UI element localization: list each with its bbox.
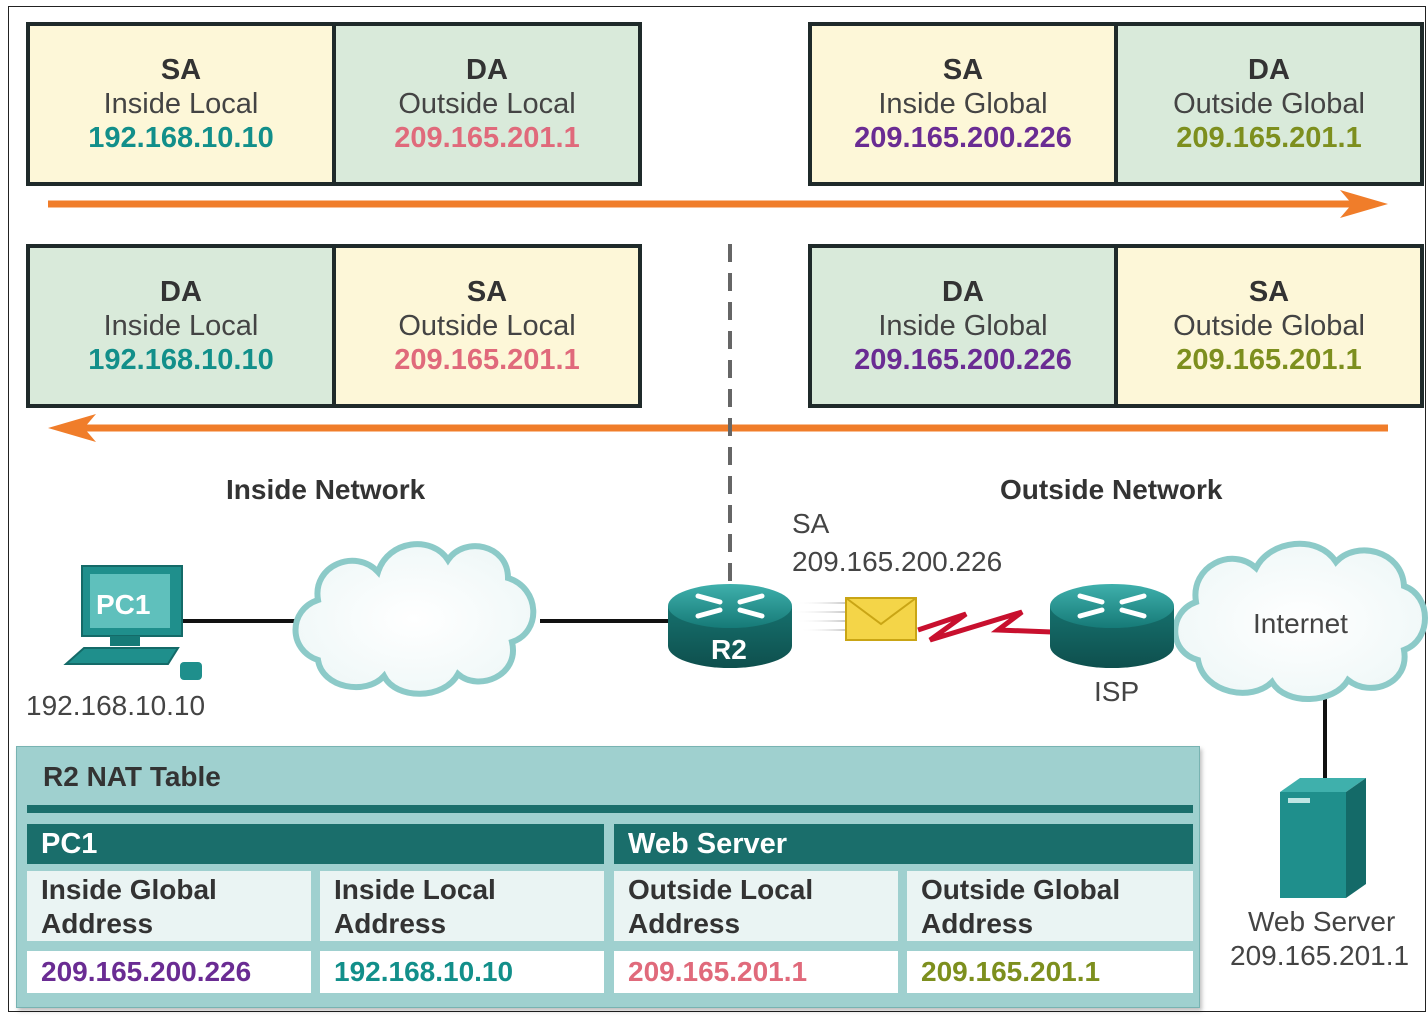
isp-label: ISP	[1094, 676, 1140, 707]
packet-header-inbound-inside: DA Inside Local 192.168.10.10 SA Outside…	[26, 244, 642, 408]
nat-column-header: Inside Global Address	[27, 871, 311, 941]
internet-label: Internet	[1253, 608, 1348, 639]
packet-sa-address: 209.165.200.226	[792, 546, 1003, 577]
column-header-line: Address	[628, 908, 741, 939]
router-isp-icon	[1050, 584, 1174, 668]
packet-motion-lines	[790, 602, 847, 631]
header-field: SA Outside Local 209.165.201.1	[332, 248, 638, 404]
packet-header-outbound-inside: SA Inside Local 192.168.10.10 DA Outside…	[26, 22, 642, 186]
field-type: Outside Global	[1173, 310, 1365, 342]
column-header-line: Inside Global	[41, 874, 217, 905]
field-address: 209.165.200.226	[854, 122, 1072, 154]
field-address: 209.165.201.1	[1176, 344, 1362, 376]
internet-cloud	[1172, 540, 1428, 702]
column-header-line: Address	[41, 908, 154, 939]
field-label: DA	[942, 276, 984, 308]
nat-group-pc1: PC1	[27, 824, 604, 864]
field-type: Inside Global	[878, 88, 1048, 120]
field-type: Outside Local	[398, 310, 576, 342]
pc1-address: 192.168.10.10	[26, 690, 206, 721]
packet-header-outbound-outside: SA Inside Global 209.165.200.226 DA Outs…	[808, 22, 1424, 186]
field-type: Inside Local	[103, 88, 259, 120]
nat-column-header: Outside Local Address	[614, 871, 898, 941]
serial-link	[917, 609, 1053, 643]
header-field: DA Outside Global 209.165.201.1	[1114, 26, 1420, 182]
field-label: DA	[1248, 54, 1290, 86]
field-address: 209.165.201.1	[394, 122, 580, 154]
field-type: Inside Global	[878, 310, 1048, 342]
column-header-line: Outside Global	[921, 874, 1121, 905]
column-header-line: Address	[921, 908, 1034, 939]
field-label: DA	[466, 54, 508, 86]
field-address: 192.168.10.10	[88, 122, 274, 154]
pc1-label: PC1	[96, 589, 151, 620]
router-r2-label: R2	[711, 634, 747, 665]
field-address: 209.165.200.226	[854, 344, 1072, 376]
header-field: DA Outside Local 209.165.201.1	[332, 26, 638, 182]
field-label: SA	[1248, 276, 1290, 308]
router-r2-icon	[668, 584, 792, 668]
header-field: SA Inside Global 209.165.200.226	[812, 26, 1114, 182]
nat-cell-outside-global: 209.165.201.1	[907, 951, 1193, 993]
nat-cell-inside-local: 192.168.10.10	[320, 951, 604, 993]
nat-column-header: Inside Local Address	[320, 871, 604, 941]
header-field: DA Inside Global 209.165.200.226	[812, 248, 1114, 404]
web-server-address: 209.165.201.1	[1230, 940, 1410, 971]
nat-table: R2 NAT Table PC1 Web Server Inside Globa…	[16, 746, 1200, 1008]
header-field: SA Inside Local 192.168.10.10	[30, 26, 332, 182]
field-label: SA	[942, 54, 984, 86]
field-label: SA	[160, 54, 202, 86]
outside-network-title: Outside Network	[1000, 474, 1223, 505]
column-header-line: Address	[334, 908, 447, 939]
field-label: SA	[466, 276, 508, 308]
inside-cloud	[292, 541, 537, 697]
field-type: Inside Local	[103, 310, 259, 342]
field-type: Outside Global	[1173, 88, 1365, 120]
nat-table-divider	[27, 805, 1193, 813]
nat-cell-inside-global: 209.165.200.226	[27, 951, 311, 993]
nat-table-title: R2 NAT Table	[43, 761, 221, 792]
inbound-arrow	[48, 414, 1388, 442]
nat-group-web-server: Web Server	[614, 824, 1193, 864]
diagram-frame	[8, 6, 1426, 1012]
nat-column-header: Outside Global Address	[907, 871, 1193, 941]
column-header-line: Inside Local	[334, 874, 496, 905]
column-header-line: Outside Local	[628, 874, 814, 905]
outbound-arrow	[48, 190, 1388, 218]
header-field: DA Inside Local 192.168.10.10	[30, 248, 332, 404]
web-server-label: Web Server	[1248, 906, 1396, 937]
field-address: 209.165.201.1	[394, 344, 580, 376]
packet-sa-label: SA	[792, 508, 830, 539]
packet-envelope-icon	[845, 597, 917, 641]
field-label: DA	[160, 276, 202, 308]
header-field: SA Outside Global 209.165.201.1	[1114, 248, 1420, 404]
web-server-icon	[1280, 778, 1366, 898]
field-address: 192.168.10.10	[88, 344, 274, 376]
pc1-computer-icon	[63, 565, 202, 680]
packet-header-inbound-outside: DA Inside Global 209.165.200.226 SA Outs…	[808, 244, 1424, 408]
field-type: Outside Local	[398, 88, 576, 120]
field-address: 209.165.201.1	[1176, 122, 1362, 154]
inside-network-title: Inside Network	[226, 474, 426, 505]
nat-cell-outside-local: 209.165.201.1	[614, 951, 898, 993]
